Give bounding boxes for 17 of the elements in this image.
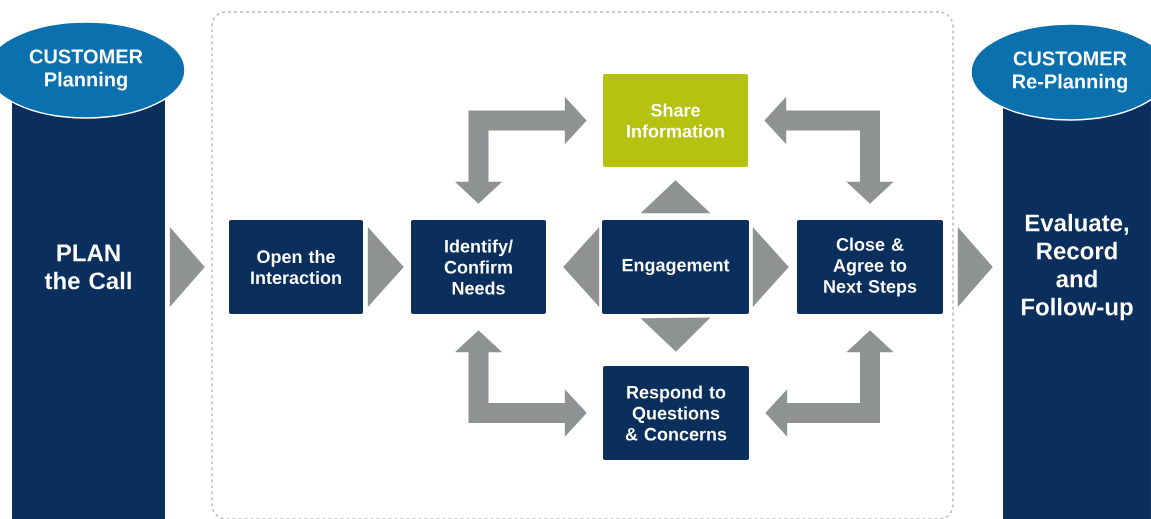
column: Evaluate, Record and Follow-up bbox=[1003, 95, 1151, 519]
chevron-arrow bbox=[563, 227, 600, 307]
chevron-arrow bbox=[955, 227, 993, 307]
chevron-arrow bbox=[752, 227, 789, 307]
chevron-arrow bbox=[640, 317, 711, 352]
heading-oval: CUSTOMER Re-Planning bbox=[970, 23, 1151, 121]
dashed-frame bbox=[211, 11, 954, 519]
chevron-arrow bbox=[640, 180, 711, 214]
process-box: Close & Agree to Next Steps bbox=[797, 220, 943, 314]
column: PLAN the Call bbox=[12, 95, 165, 519]
process-box: Share Information bbox=[603, 74, 748, 167]
process-box: Respond to Questions & Concerns bbox=[603, 366, 749, 460]
process-box: Open the Interaction bbox=[229, 220, 363, 314]
chevron-arrow bbox=[367, 227, 404, 307]
process-box: Engagement bbox=[602, 220, 749, 314]
chevron-arrow bbox=[169, 227, 205, 307]
process-box: Identify/ Confirm Needs bbox=[411, 220, 546, 314]
